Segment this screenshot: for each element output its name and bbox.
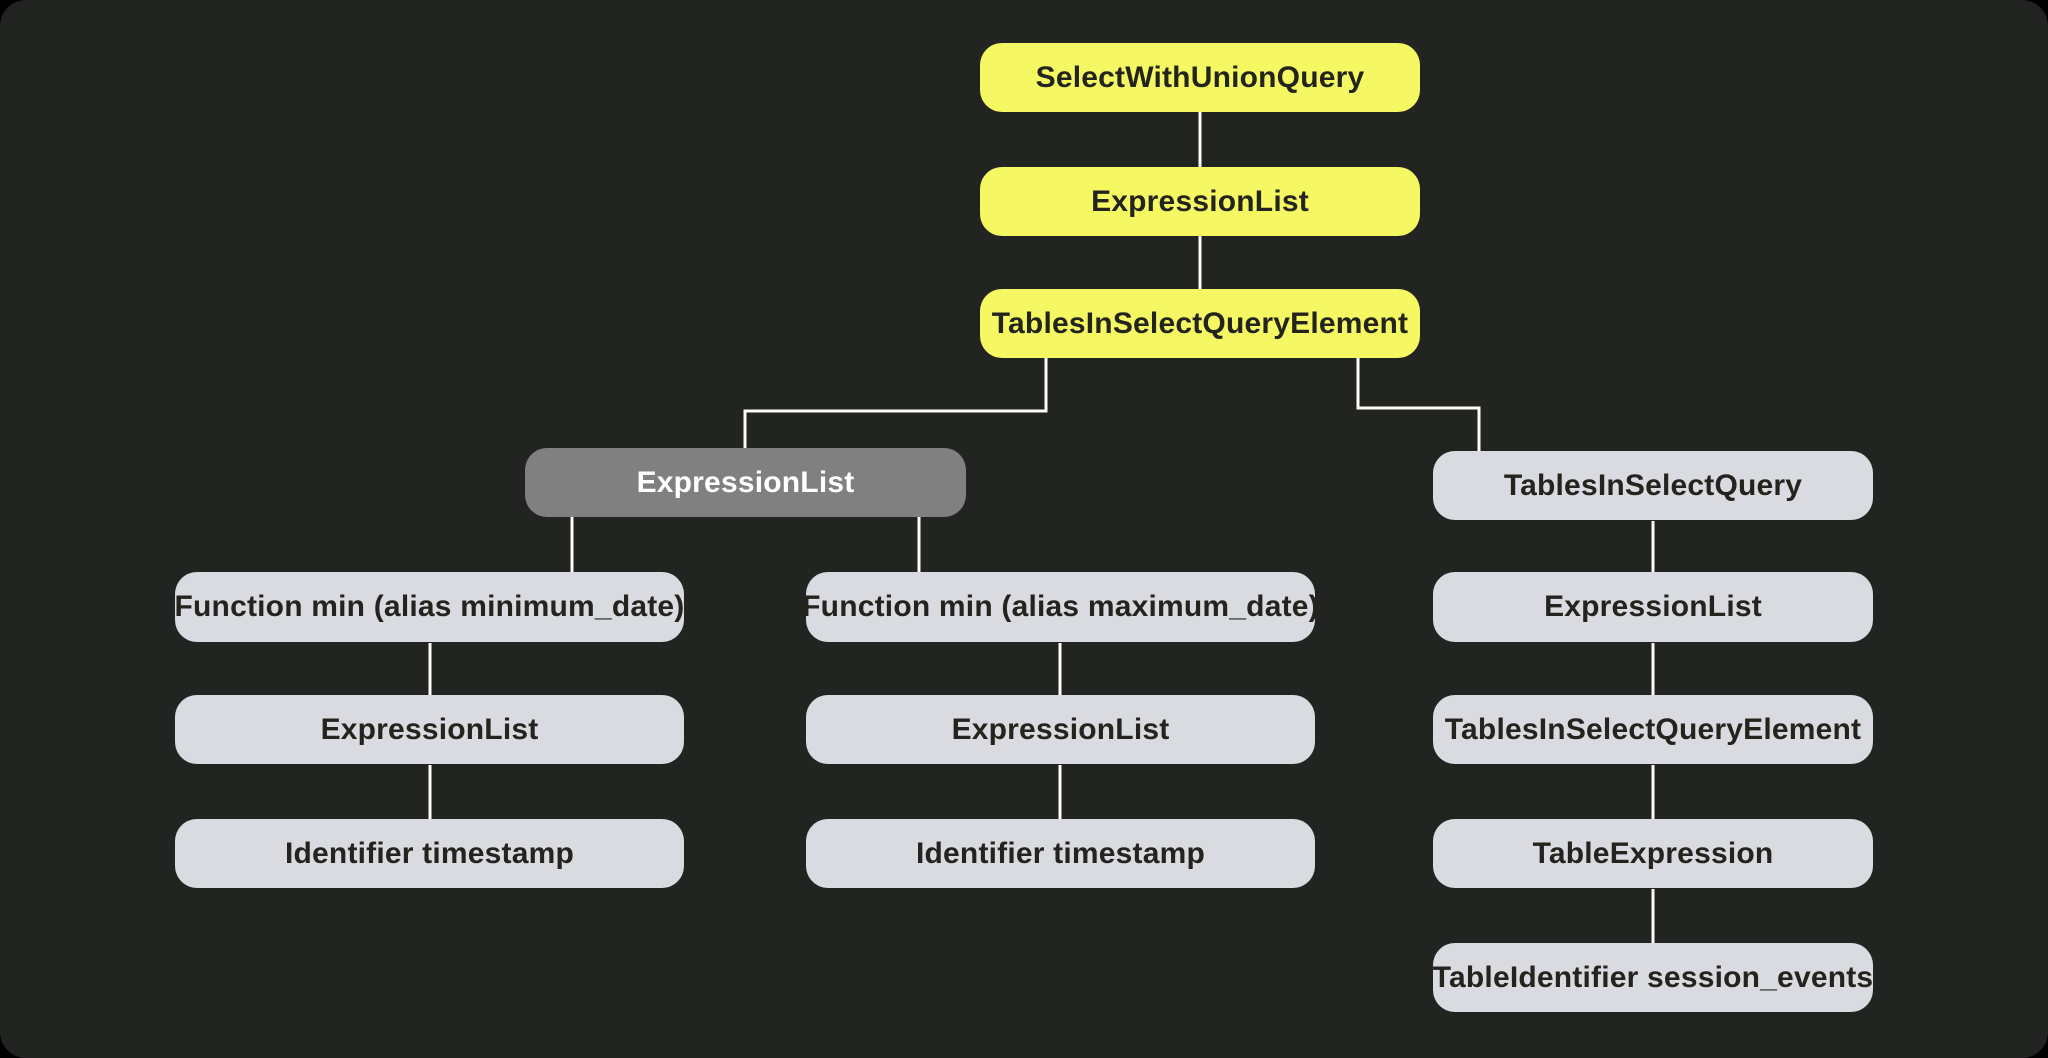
tree-node-table-expression[interactable]: TableExpression	[1433, 819, 1873, 888]
edge-tisqe-to-tablesinselectquery	[1356, 358, 1481, 452]
tree-node-tables-in-select-query[interactable]: TablesInSelectQuery	[1433, 451, 1873, 520]
tree-node-tables-in-select-query-element-top[interactable]: TablesInSelectQueryElement	[980, 289, 1420, 358]
tree-node-table-identifier-session-events[interactable]: TableIdentifier session_events	[1433, 943, 1873, 1012]
tree-node-expression-list-mid[interactable]: ExpressionList	[806, 695, 1315, 764]
tree-node-function-min-maximum-date[interactable]: Function min (alias maximum_date)	[802, 572, 1319, 642]
tree-node-select-with-union-query[interactable]: SelectWithUnionQuery	[980, 43, 1420, 112]
tree-node-expression-list-top[interactable]: ExpressionList	[980, 167, 1420, 236]
edge-tisqe-to-selected-expressionlist	[743, 358, 1048, 449]
tree-node-expression-list-selected[interactable]: ExpressionList	[525, 448, 966, 517]
tree-node-identifier-timestamp-left[interactable]: Identifier timestamp	[175, 819, 684, 888]
tree-node-function-min-minimum-date[interactable]: Function min (alias minimum_date)	[175, 572, 684, 642]
tree-node-identifier-timestamp-mid[interactable]: Identifier timestamp	[806, 819, 1315, 888]
tree-node-tables-in-select-query-element-right[interactable]: TablesInSelectQueryElement	[1433, 695, 1873, 764]
tree-node-expression-list-left[interactable]: ExpressionList	[175, 695, 684, 764]
tree-node-expression-list-right[interactable]: ExpressionList	[1433, 572, 1873, 642]
